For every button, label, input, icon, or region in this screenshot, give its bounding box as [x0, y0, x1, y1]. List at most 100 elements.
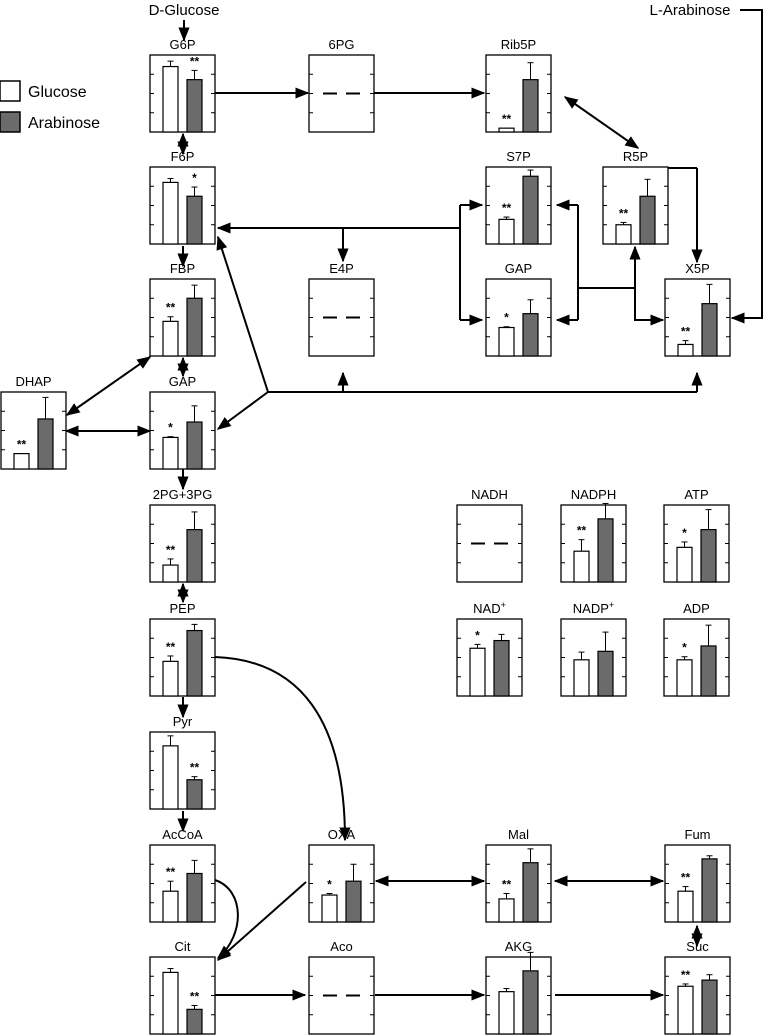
bar-arabinose — [345, 880, 362, 923]
panel-dhap: DHAP** — [0, 374, 67, 470]
panel-cit: Cit ** — [149, 939, 216, 1035]
bar-glucose — [162, 320, 179, 357]
arrow-pep-oxa — [214, 656, 351, 842]
panel-frame — [664, 956, 731, 1035]
panel-frame — [308, 844, 375, 923]
panel-fbp: FBP** — [149, 261, 216, 357]
bar-arabinose — [186, 779, 203, 810]
panel-frame — [149, 504, 216, 583]
arrow-rib5p-r5p — [563, 96, 640, 149]
arrow-dhap-fbp — [65, 356, 152, 416]
bar-glucose — [615, 224, 632, 245]
legend-glucose-label: Glucose — [28, 84, 87, 101]
panel-frame — [664, 278, 731, 357]
bar-glucose — [676, 546, 693, 583]
panel-title: S7P — [506, 149, 531, 164]
bar-glucose — [498, 127, 515, 133]
bar-glucose — [677, 890, 694, 923]
panel-f6p: F6P* — [149, 149, 216, 245]
bar-arabinose — [700, 529, 717, 583]
bar-glucose — [469, 647, 486, 697]
panel-frame — [456, 504, 523, 583]
panel-x5p: X5P** — [664, 261, 731, 357]
panel-nadp: NAD+* — [456, 600, 523, 697]
bar-arabinose — [186, 629, 203, 697]
panel-title: NADPH — [571, 487, 617, 502]
panel-nadh: NADH — [456, 487, 523, 583]
bar-glucose — [162, 65, 179, 133]
panel-title: GAP — [169, 374, 196, 389]
panel-title: F6P — [171, 149, 195, 164]
panel-frame — [663, 618, 730, 697]
panel-oxa: OXA* — [308, 827, 375, 923]
panel-title: Suc — [686, 939, 709, 954]
panel-frame — [308, 54, 375, 133]
legend-arabinose-label: Arabinose — [28, 115, 100, 132]
panel-frame — [308, 278, 375, 357]
panel-title: Aco — [330, 939, 352, 954]
bar-glucose — [677, 985, 694, 1035]
panel-title: G6P — [169, 37, 195, 52]
significance-marker: ** — [190, 990, 200, 1004]
panel-title: AKG — [505, 939, 532, 954]
panel-suc: Suc** — [664, 939, 731, 1035]
bar-arabinose — [701, 858, 718, 923]
panel-akg: AKG — [485, 939, 552, 1035]
panel-mal: Mal** — [485, 827, 552, 923]
significance-marker: ** — [681, 325, 691, 339]
significance-marker: ** — [502, 201, 512, 215]
panel-pg23: 2PG+3PG** — [149, 487, 216, 583]
panel-frame — [149, 618, 216, 697]
arrow-arabinose-x5p — [730, 9, 763, 324]
bar-glucose — [321, 894, 338, 923]
panel-frame — [456, 618, 523, 697]
panel-aco: Aco — [308, 939, 375, 1035]
panel-title: Cit — [175, 939, 191, 954]
significance-marker: * — [682, 526, 687, 540]
bar-arabinose — [186, 872, 203, 923]
bar-arabinose — [597, 518, 614, 583]
panel-frame — [149, 391, 216, 470]
panel-nadpp: NADP+ — [560, 600, 627, 697]
bar-arabinose — [186, 1008, 203, 1035]
panel-gap: GAP * — [149, 374, 216, 470]
panel-frame — [149, 54, 216, 133]
panel-frame — [664, 844, 731, 923]
arrow-mid-x5p — [634, 288, 665, 326]
panel-title: ATP — [684, 487, 708, 502]
source-arabinose-label: L-Arabinose — [650, 2, 731, 19]
significance-marker: * — [168, 421, 173, 435]
panel-r5p: R5P** — [602, 149, 669, 245]
panel-title: E4P — [329, 261, 354, 276]
panel-title: Mal — [508, 827, 529, 842]
significance-marker: ** — [17, 438, 27, 452]
pathway-arrows — [64, 9, 763, 1001]
panel-frame — [663, 504, 730, 583]
panel-title: 6PG — [328, 37, 354, 52]
panel-accoa: AcCoA** — [149, 827, 216, 923]
bar-glucose — [498, 326, 515, 357]
bar-arabinose — [186, 195, 203, 245]
panel-pyr: Pyr** — [149, 714, 216, 810]
significance-marker: ** — [166, 301, 176, 315]
panel-title: GAP — [505, 261, 532, 276]
bar-glucose — [162, 745, 179, 810]
panel-frame — [149, 844, 216, 923]
bar-arabinose — [522, 175, 539, 245]
bar-arabinose — [701, 979, 718, 1035]
bar-glucose — [676, 659, 693, 697]
panel-frame — [149, 278, 216, 357]
bar-arabinose — [522, 862, 539, 923]
panel-frame — [485, 54, 552, 133]
bar-glucose — [162, 660, 179, 697]
bar-glucose — [573, 550, 590, 583]
significance-marker: ** — [190, 54, 200, 68]
bar-arabinose — [522, 970, 539, 1035]
bar-arabinose — [597, 650, 614, 697]
bar-arabinose — [37, 418, 54, 470]
significance-marker: * — [327, 878, 332, 892]
panel-title: R5P — [623, 149, 648, 164]
panel-g6p: G6P ** — [149, 37, 216, 133]
